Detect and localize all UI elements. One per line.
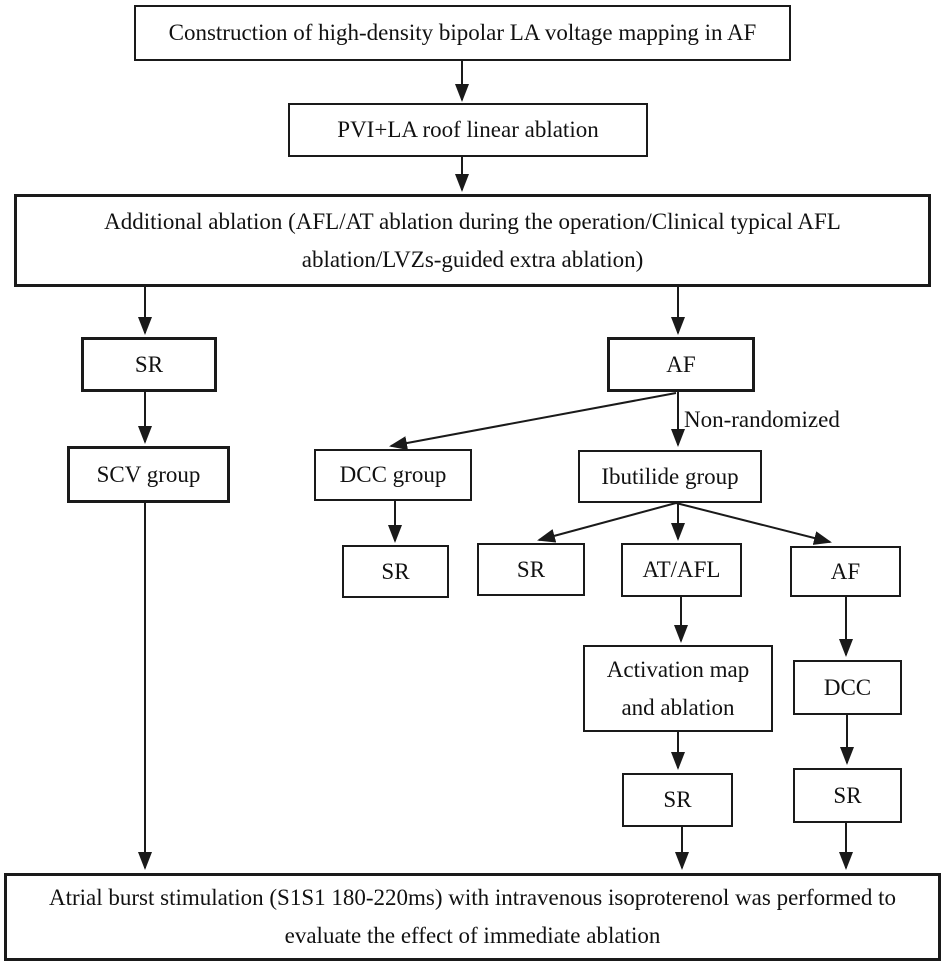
node-af-ibutilide: AF xyxy=(790,546,901,597)
node-at-afl: AT/AFL xyxy=(621,543,742,597)
node-sr-dcc-cardioversion: SR xyxy=(793,768,902,823)
node-additional-ablation: Additional ablation (AFL/AT ablation dur… xyxy=(14,194,931,287)
node-af-post-ablation: AF xyxy=(607,337,755,392)
node-construction: Construction of high-density bipolar LA … xyxy=(134,5,791,61)
node-sr-post-ablation: SR xyxy=(81,337,217,392)
node-dcc-group: DCC group xyxy=(314,449,472,501)
edge-label-non-randomized: Non-randomized xyxy=(684,407,840,432)
node-scv-group: SCV group xyxy=(67,446,230,503)
node-sr-activation-map: SR xyxy=(622,773,733,827)
node-pvi-roof-ablation: PVI+LA roof linear ablation xyxy=(288,103,648,157)
node-activation-map-ablation: Activation map and ablation xyxy=(583,645,773,732)
node-outcome-burst-stimulation: Atrial burst stimulation (S1S1 180-220ms… xyxy=(4,873,941,961)
node-sr-ibutilide: SR xyxy=(477,543,585,596)
node-dcc-cardioversion: DCC xyxy=(793,660,902,715)
node-ibutilide-group: Ibutilide group xyxy=(578,450,762,503)
node-sr-dcc-group: SR xyxy=(342,545,449,598)
